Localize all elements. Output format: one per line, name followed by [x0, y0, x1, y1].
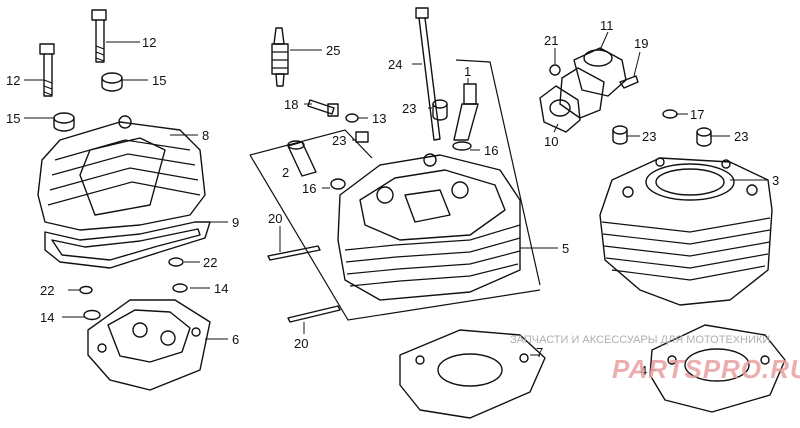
dowel-14-right: [172, 283, 188, 293]
label-part-3: 3: [772, 173, 779, 188]
dowel-23-right-a: [612, 125, 628, 145]
watermark-caption: ЗАПЧАСТИ И АКСЕССУАРЫ ДЛЯ МОТОТЕХНИКИ: [510, 334, 770, 346]
label-part-22-lower: 22: [40, 283, 54, 298]
nut-13: [345, 113, 359, 123]
label-part-20-lower: 20: [294, 336, 308, 351]
label-part-13: 13: [372, 111, 386, 126]
stud-24: [415, 7, 441, 141]
rocker-arm-holder: [87, 299, 211, 391]
washer-15-lower: [53, 112, 75, 132]
label-part-7: 7: [536, 345, 543, 360]
label-part-14-left: 14: [40, 310, 54, 325]
part-number-labels: 12 12 15 15 8 9 22 22 14 14 6 25 18 13 2…: [6, 18, 779, 378]
valve-guide-2: [287, 140, 317, 177]
watermark: ЗАПЧАСТИ И АКСЕССУАРЫ ДЛЯ МОТОТЕХНИКИ PA…: [510, 334, 800, 384]
dowel-23-center: [432, 99, 448, 121]
label-part-23-right-b: 23: [734, 129, 748, 144]
head-gasket-7: [399, 329, 546, 419]
label-part-25: 25: [326, 43, 340, 58]
label-part-15-lower: 15: [6, 111, 20, 126]
dowel-22-upper: [168, 257, 184, 267]
cylinder: [599, 157, 773, 306]
label-part-16-left: 16: [302, 181, 316, 196]
o-ring-16-right: [452, 141, 472, 151]
label-part-23-small: 23: [332, 133, 346, 148]
label-part-4: 4: [640, 363, 647, 378]
label-part-14-right: 14: [214, 281, 228, 296]
cylinder-head: [337, 153, 521, 301]
label-part-24: 24: [388, 57, 402, 72]
label-part-20-upper: 20: [268, 211, 282, 226]
label-part-1: 1: [464, 64, 471, 79]
label-part-22-upper: 22: [203, 255, 217, 270]
label-part-10: 10: [544, 134, 558, 149]
dowel-14-left: [83, 309, 101, 321]
intake-pipe-1: [453, 83, 479, 141]
label-part-18: 18: [284, 97, 298, 112]
bolt-18: [307, 99, 339, 117]
stud-20-upper: [267, 245, 321, 261]
label-part-12-left: 12: [6, 73, 20, 88]
watermark-logo: PARTSPRO.RU: [612, 354, 800, 384]
spark-plug: [271, 27, 289, 87]
cylinder-gasket-4: [649, 324, 786, 413]
label-part-23-center: 23: [402, 101, 416, 116]
label-part-5: 5: [562, 241, 569, 256]
cover-gasket: [44, 221, 211, 269]
label-part-8: 8: [202, 128, 209, 143]
bolt-12-left: [39, 43, 55, 97]
washer-15-upper: [101, 72, 123, 92]
label-part-9: 9: [232, 215, 239, 230]
dowel-22-lower: [79, 285, 93, 295]
cylinder-head-cover: [37, 115, 206, 231]
label-part-6: 6: [232, 332, 239, 347]
dowel-23-right-b: [696, 127, 712, 147]
label-part-21: 21: [544, 33, 558, 48]
bolt-21: [549, 64, 561, 76]
label-part-17: 17: [690, 107, 704, 122]
label-part-16-right: 16: [484, 143, 498, 158]
exploded-boundary: [249, 59, 541, 321]
nut-17: [662, 109, 678, 119]
bolt-19: [619, 75, 639, 89]
dowel-23-small: [355, 131, 369, 143]
label-part-15-upper: 15: [152, 73, 166, 88]
label-part-23-right-a: 23: [642, 129, 656, 144]
o-ring-16-left: [330, 178, 346, 190]
stud-20-lower: [287, 305, 341, 323]
label-part-12-right: 12: [142, 35, 156, 50]
label-part-19: 19: [634, 36, 648, 51]
label-part-11: 11: [600, 18, 614, 33]
bolt-12-right: [91, 9, 107, 63]
insulator-gasket-10: [539, 85, 581, 133]
label-part-2: 2: [282, 165, 289, 180]
leader-lines: [24, 31, 768, 371]
